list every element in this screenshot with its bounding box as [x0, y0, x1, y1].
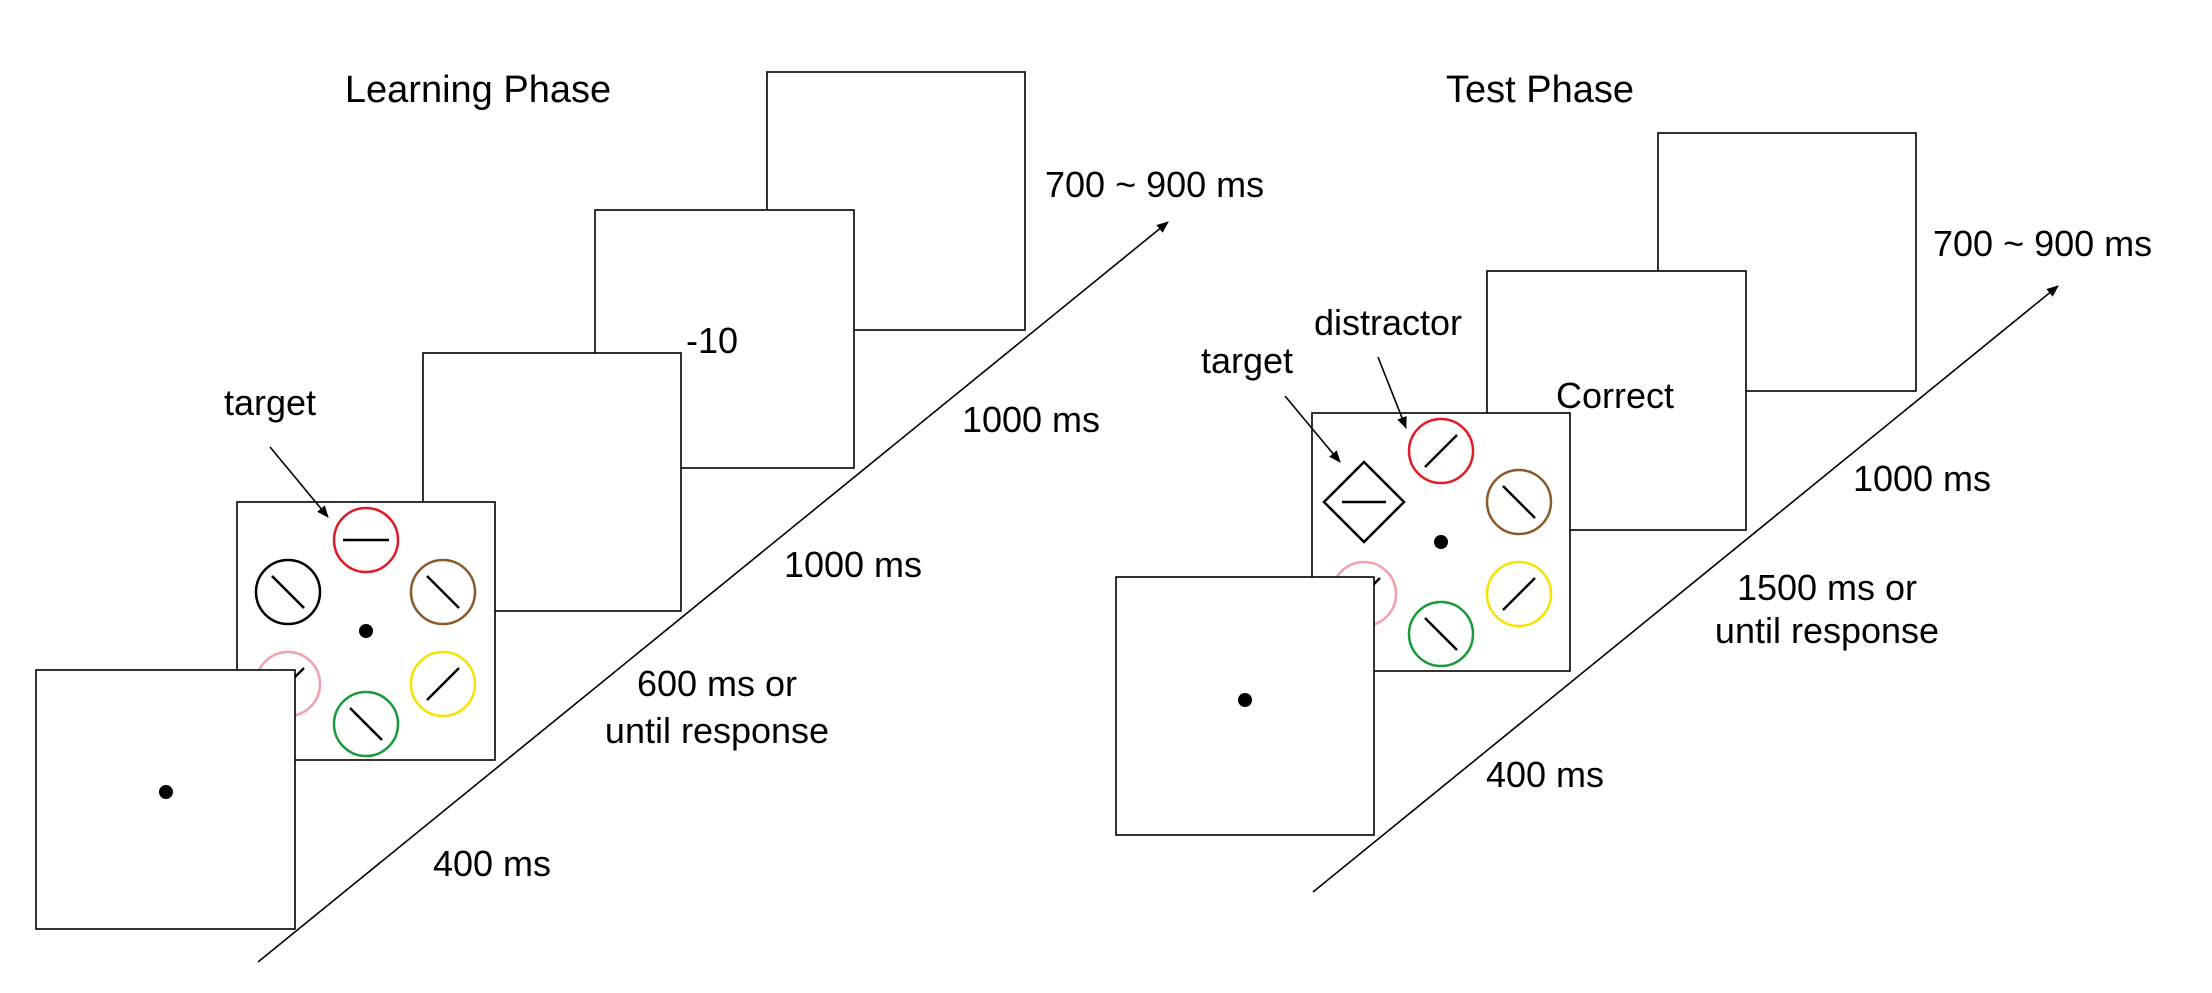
test-distractor-label: distractor: [1314, 302, 1462, 343]
test-yellow-circle: [1485, 560, 1553, 628]
learning-delay-frame: [422, 352, 682, 612]
learning-phase-panel: Learning Phase -10: [35, 69, 1264, 963]
learning-timing-1000-b: 1000 ms: [962, 399, 1100, 440]
test-brown-circle: [1485, 468, 1553, 536]
fixation-dot: [1434, 535, 1448, 549]
learning-phase-title: Learning Phase: [345, 69, 611, 111]
test-timing-1500-line1: 1500 ms or: [1737, 567, 1917, 608]
learning-brown-circle: [409, 558, 477, 626]
learning-yellow-circle: [409, 650, 477, 718]
learning-timeline-arrow: [257, 221, 1169, 963]
learning-green-circle: [332, 690, 400, 758]
learning-red-circle-target: [332, 506, 400, 574]
learning-timing-700-900: 700 ~ 900 ms: [1045, 164, 1264, 205]
fixation-dot: [359, 624, 373, 638]
test-phase-panel: Test Phase Correct: [1115, 69, 2152, 893]
learning-timing-400: 400 ms: [433, 843, 551, 884]
learning-target-label: target: [224, 382, 316, 423]
test-timing-1000: 1000 ms: [1853, 458, 1991, 499]
learning-target-arrow: [269, 446, 329, 518]
test-diamond-target: [1322, 460, 1406, 544]
learning-timing-600-line1: 600 ms or: [637, 663, 797, 704]
test-timeline-arrow: [1312, 285, 2059, 893]
learning-timing-600-line2: until response: [605, 710, 829, 751]
test-red-circle-distractor: [1407, 417, 1475, 485]
test-distractor-arrow: [1377, 356, 1407, 429]
test-timing-700-900: 700 ~ 900 ms: [1933, 223, 2152, 264]
test-green-circle: [1407, 600, 1475, 668]
learning-black-circle: [254, 558, 322, 626]
test-timing-400: 400 ms: [1486, 754, 1604, 795]
learning-fixation-frame: [35, 669, 296, 930]
test-phase-title: Test Phase: [1446, 69, 1634, 111]
test-fixation-frame: [1115, 576, 1375, 836]
test-target-arrow: [1284, 395, 1341, 463]
test-timing-1500-line2: until response: [1715, 610, 1939, 651]
test-target-label: target: [1201, 340, 1293, 381]
learning-timing-1000-a: 1000 ms: [784, 544, 922, 585]
learning-feedback-text: -10: [686, 320, 738, 361]
test-feedback-text: Correct: [1556, 375, 1674, 416]
